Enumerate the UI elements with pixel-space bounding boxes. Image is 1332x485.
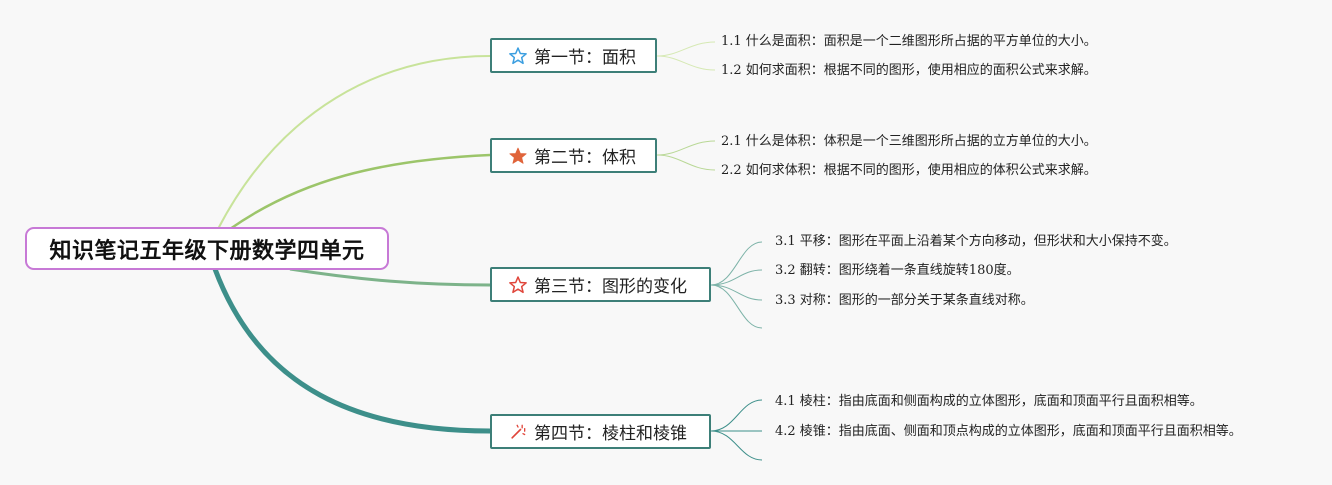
topic-section-2[interactable]: 第二节：体积 xyxy=(490,138,657,173)
subtopic-2-2[interactable]: 2.2 如何求体积：根据不同的图形，使用相应的体积公式来求解。 xyxy=(721,163,1097,178)
sub-line-2-2 xyxy=(656,154,716,171)
subtopic-2-1[interactable]: 2.1 什么是体积：体积是一个三维图形所占据的立方单位的大小。 xyxy=(721,134,1097,149)
magic-wand-icon xyxy=(508,422,528,442)
sub-line-4-3 xyxy=(710,430,763,461)
root-topic[interactable]: 知识笔记五年级下册数学四单元 xyxy=(25,227,389,270)
branch-line-1 xyxy=(217,55,491,230)
sub-line-3-1 xyxy=(710,241,763,286)
subtopic-4-2[interactable]: 4.2 棱锥：指由底面、侧面和顶点构成的立体图形，底面和顶面平行且面积相等。 xyxy=(775,424,1242,439)
sub-line-3-2 xyxy=(710,269,763,286)
star-outline-blue-icon xyxy=(508,46,528,66)
branch-line-4 xyxy=(212,268,491,434)
topic-label: 第二节：体积 xyxy=(534,148,636,168)
topic-section-4[interactable]: 第四节：棱柱和棱锥 xyxy=(490,414,711,449)
topic-section-1[interactable]: 第一节：面积 xyxy=(490,38,657,73)
branch-line-2 xyxy=(229,153,491,231)
topic-section-3[interactable]: 第三节：图形的变化 xyxy=(490,267,711,302)
subtopic-4-1[interactable]: 4.1 棱柱：指由底面和侧面构成的立体图形，底面和顶面平行且面积相等。 xyxy=(775,394,1203,409)
subtopic-1-1[interactable]: 1.1 什么是面积：面积是一个二维图形所占据的平方单位的大小。 xyxy=(721,34,1097,49)
topic-label: 第三节：图形的变化 xyxy=(534,277,687,297)
topic-label: 第四节：棱柱和棱锥 xyxy=(534,424,687,444)
star-filled-orange-icon xyxy=(508,146,528,166)
topic-label: 第一节：面积 xyxy=(534,48,636,68)
root-topic-label: 知识笔记五年级下册数学四单元 xyxy=(49,238,365,264)
sub-line-4-1 xyxy=(710,399,763,432)
subtopic-3-2[interactable]: 3.2 翻转：图形绕着一条直线旋转180度。 xyxy=(775,263,1020,278)
branch-line-3 xyxy=(289,267,491,287)
sub-line-3-3 xyxy=(710,284,763,301)
star-outline-red-icon xyxy=(508,275,528,295)
sub-line-1-2 xyxy=(656,55,716,71)
subtopic-1-2[interactable]: 1.2 如何求面积：根据不同的图形，使用相应的面积公式来求解。 xyxy=(721,63,1097,78)
subtopic-3-3[interactable]: 3.3 对称：图形的一部分关于某条直线对称。 xyxy=(775,293,1034,308)
sub-line-1-1 xyxy=(656,41,716,57)
subtopic-3-1[interactable]: 3.1 平移：图形在平面上沿着某个方向移动，但形状和大小保持不变。 xyxy=(775,234,1177,249)
sub-line-3-4 xyxy=(710,284,763,329)
sub-line-2-1 xyxy=(656,140,716,156)
